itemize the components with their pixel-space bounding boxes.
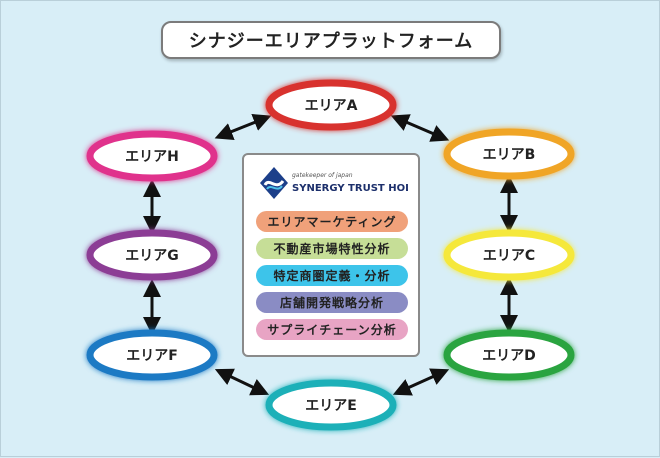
diagram-title: シナジーエリアプラットフォーム [188,31,474,52]
arrow-a-b [390,114,450,142]
logo-company-name: SYNERGY TRUST HOLDINGS [292,183,408,194]
area-a-node: エリアA [265,79,397,131]
arrow-h-a [214,113,272,141]
arrow-f-e [214,368,270,396]
service-trade-area-analysis: 特定商圏定義・分析 [256,265,408,286]
service-real-estate-analysis: 不動産市場特性分析 [256,238,408,259]
area-f-label: エリアF [126,348,178,364]
logo-mark-icon [260,167,288,199]
area-g-label: エリアG [125,248,179,264]
area-b-node: エリアB [443,128,575,180]
service-area-marketing: エリアマーケティング [256,211,408,232]
title-box: シナジーエリアプラットフォーム [161,21,501,59]
area-b-label: エリアB [483,147,536,163]
area-f-node: エリアF [86,329,218,381]
area-d-label: エリアD [482,348,536,364]
area-h-node: エリアH [86,130,218,182]
synergy-trust-logo: gatekeeper of japan SYNERGY TRUST HOLDIN… [260,167,408,199]
service-supply-chain: サプライチェーン分析 [256,319,408,340]
area-a-label: エリアA [305,98,358,114]
area-c-node: エリアC [443,229,575,281]
area-d-node: エリアD [443,329,575,381]
service-store-development: 店舗開発戦略分析 [256,292,408,313]
area-e-label: エリアE [305,398,357,414]
logo-tagline: gatekeeper of japan [292,172,353,179]
area-g-node: エリアG [86,229,218,281]
area-e-node: エリアE [265,379,397,431]
area-h-label: エリアH [125,149,179,165]
services-panel: gatekeeper of japan SYNERGY TRUST HOLDIN… [242,153,420,357]
arrow-d-e [392,368,450,396]
area-c-label: エリアC [483,248,535,264]
